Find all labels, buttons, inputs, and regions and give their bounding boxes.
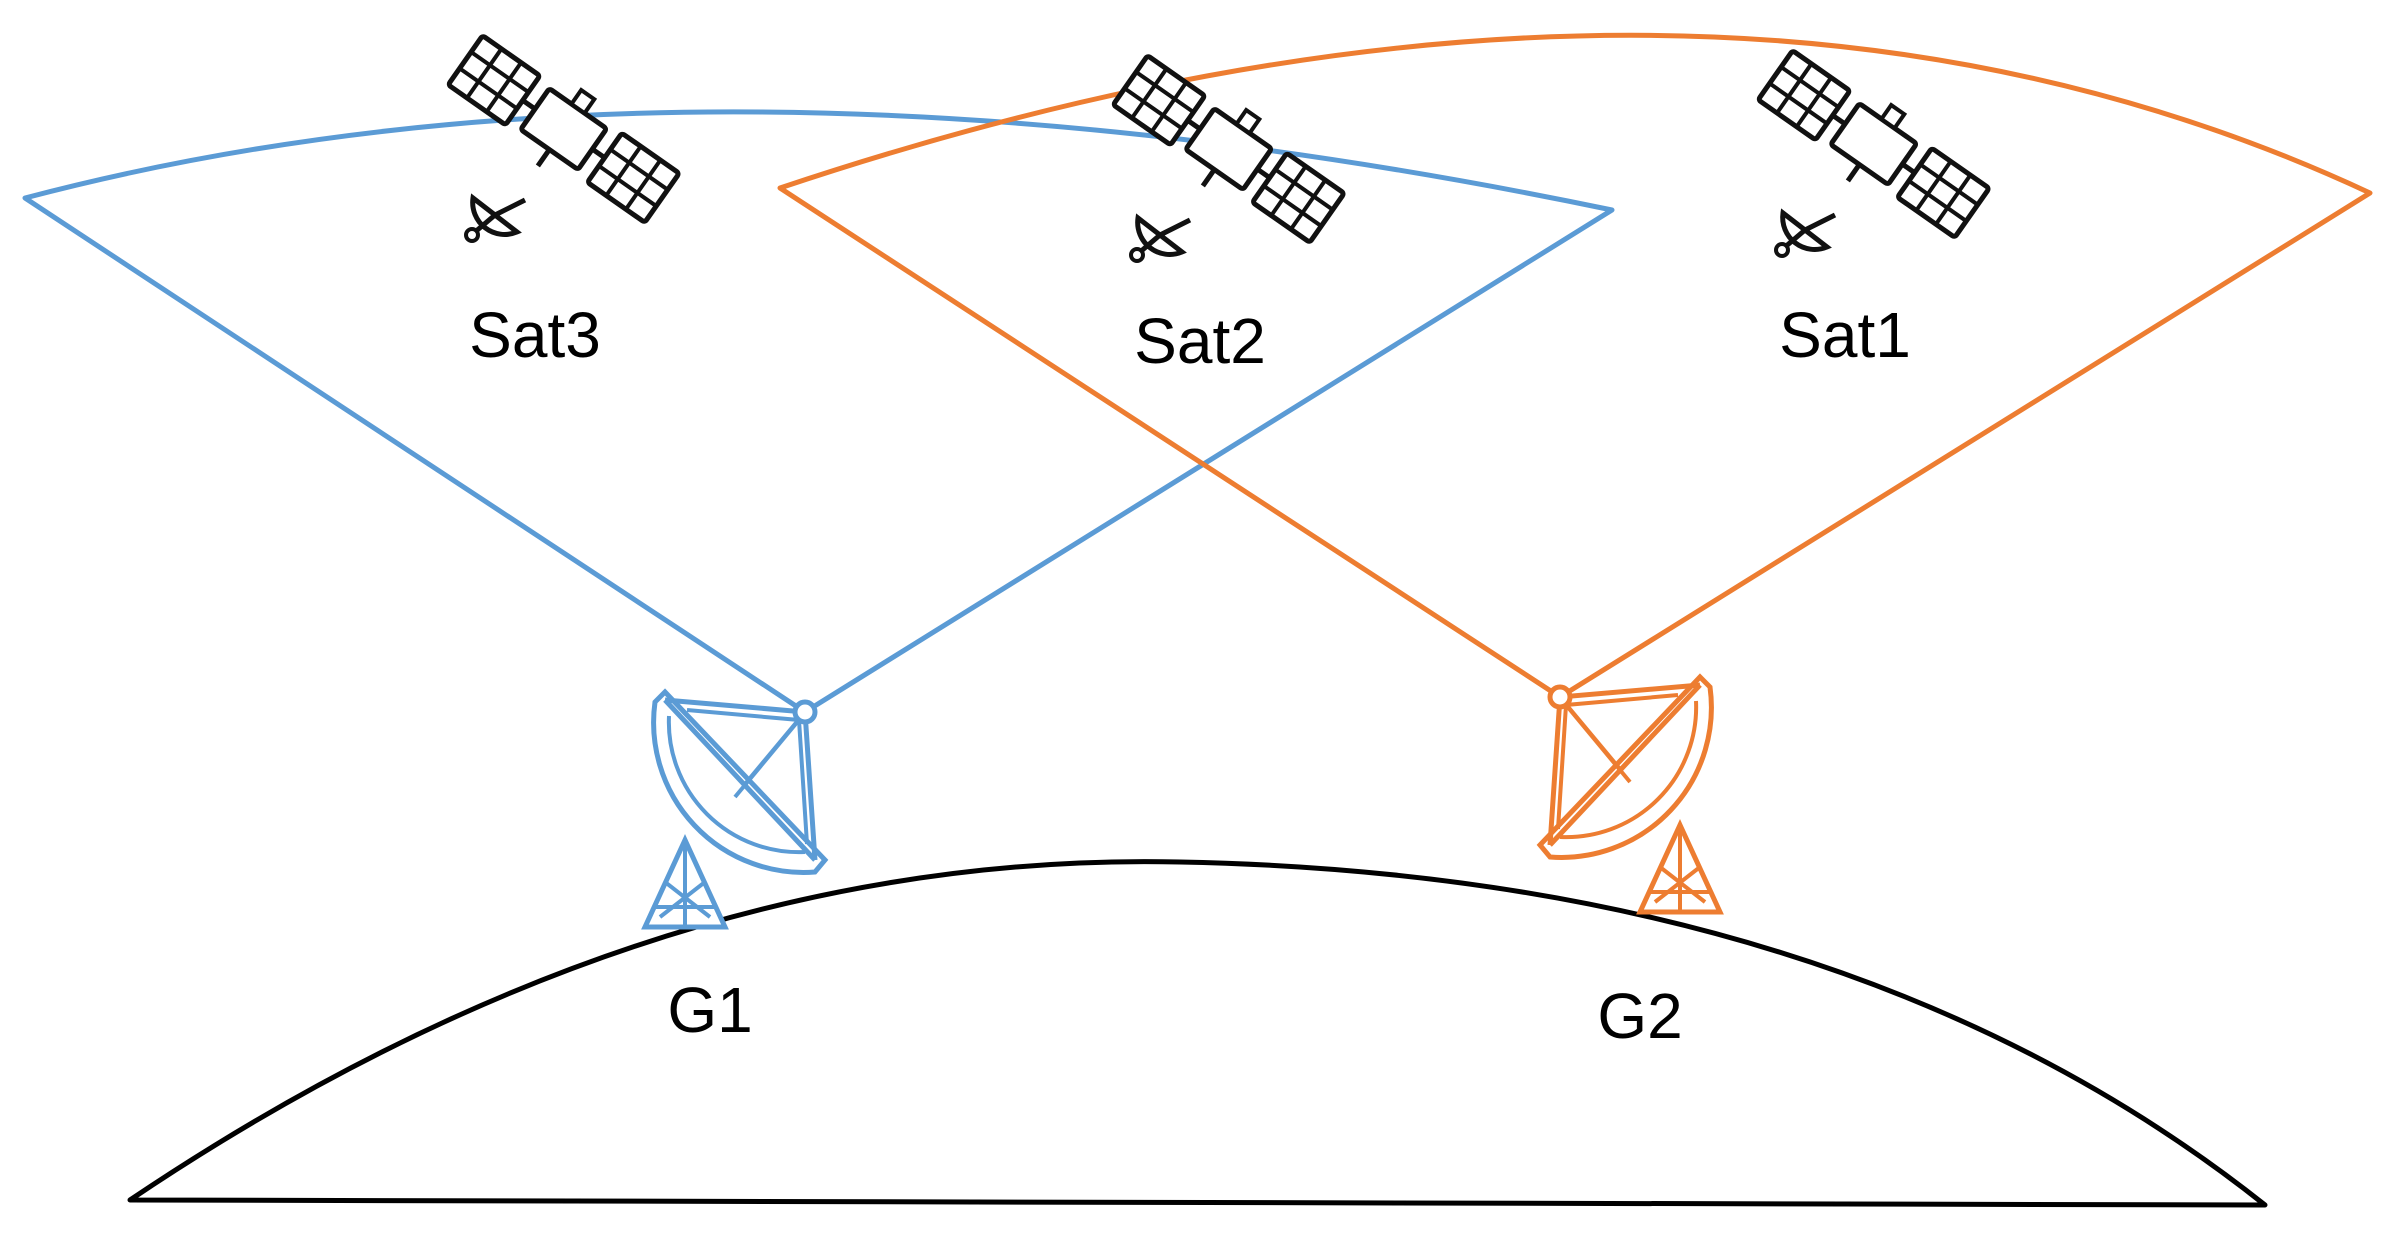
sat3-label: Sat3 — [469, 299, 601, 371]
g1-coverage-beam — [22, 109, 1615, 715]
satellite-dish-icon — [1540, 677, 1720, 912]
g2-label: G2 — [1597, 980, 1682, 1052]
earth-surface — [127, 859, 2268, 1208]
sat1-label: Sat1 — [1779, 299, 1911, 371]
g2-coverage-beam — [777, 32, 2373, 700]
satellite-dish-icon — [645, 692, 825, 927]
sat2-label: Sat2 — [1134, 305, 1266, 377]
satellite-icon — [440, 26, 686, 241]
satellite-icon — [1105, 46, 1351, 261]
satellite-icon — [1750, 41, 1996, 256]
g1-label: G1 — [667, 974, 752, 1046]
